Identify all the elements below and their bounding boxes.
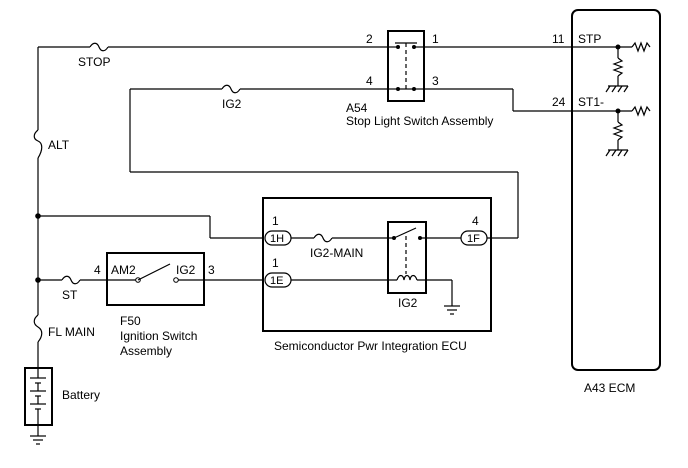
- battery-label: Battery: [62, 388, 100, 402]
- 1e-internal-wire: [291, 279, 453, 306]
- battery-ground-icon: [30, 425, 46, 445]
- f50-id: F50: [120, 314, 141, 328]
- fl-main-fuse-icon: [33, 314, 43, 343]
- battery-icon: [24, 367, 53, 426]
- ecu-pin-1h-num: 1: [272, 214, 279, 228]
- f50-name-1: Ignition Switch: [120, 329, 197, 343]
- ig2-fuse-icon: [221, 84, 241, 94]
- ig2-main-label: IG2-MAIN: [310, 246, 363, 260]
- a54-pin-4: 4: [366, 74, 373, 88]
- a54-name: Stop Light Switch Assembly: [346, 114, 493, 128]
- ecu-pin-1e-num: 1: [272, 256, 279, 270]
- alt-fuse-icon: [33, 129, 43, 159]
- stop-label: STOP: [78, 55, 110, 69]
- a54-id: A54: [346, 101, 368, 115]
- ecu-pin-1f: 1F: [467, 233, 480, 245]
- f50-pin-3: 3: [208, 263, 215, 277]
- ecu-box: [262, 197, 492, 332]
- ecm-pin-11: 11: [552, 32, 565, 46]
- ecm-stp: STP: [578, 32, 601, 46]
- f50-ignition-switch: [106, 252, 205, 306]
- ecu-ground-icon: [444, 305, 460, 315]
- a54-pin-3: 3: [432, 74, 439, 88]
- a54-stop-light-switch: [387, 30, 425, 102]
- ecu-pin-1h: 1H: [270, 233, 284, 245]
- st-fuse-icon: [61, 275, 81, 285]
- f50-am2: AM2: [111, 263, 136, 277]
- f50-ig2: IG2: [176, 263, 196, 277]
- ig2-fuse-label: IG2: [222, 97, 242, 111]
- ecm-pin-24: 24: [552, 95, 566, 109]
- ecm-st1: ST1-: [578, 95, 604, 109]
- st1-wire: [424, 88, 572, 112]
- a54-pin-2: 2: [366, 32, 373, 46]
- ecu-pin-1f-num: 4: [472, 214, 479, 228]
- ig2-relay: [387, 221, 427, 294]
- ig2-main-fuse-icon: [313, 233, 333, 243]
- alt-label: ALT: [48, 138, 70, 152]
- f50-name-2: Assembly: [120, 344, 172, 358]
- fl-main-label: FL MAIN: [48, 325, 95, 339]
- st-label: ST: [62, 288, 78, 302]
- f50-pin-4: 4: [94, 263, 101, 277]
- ecu-connector-1f: [460, 230, 488, 246]
- ecm-stp-circuit: [572, 41, 651, 93]
- ecm-st1-circuit: [572, 105, 651, 157]
- ecm-box: [571, 9, 661, 371]
- 1h-wire: [38, 215, 263, 239]
- ecm-name: A43 ECM: [584, 381, 635, 395]
- ecu-name: Semiconductor Pwr Integration ECU: [274, 339, 467, 353]
- ig2-wire: [129, 88, 519, 239]
- stop-fuse-icon: [89, 42, 109, 52]
- ecu-pin-1e: 1E: [270, 275, 283, 287]
- a54-pin-1: 1: [432, 32, 439, 46]
- ig2-relay-label: IG2: [398, 296, 418, 310]
